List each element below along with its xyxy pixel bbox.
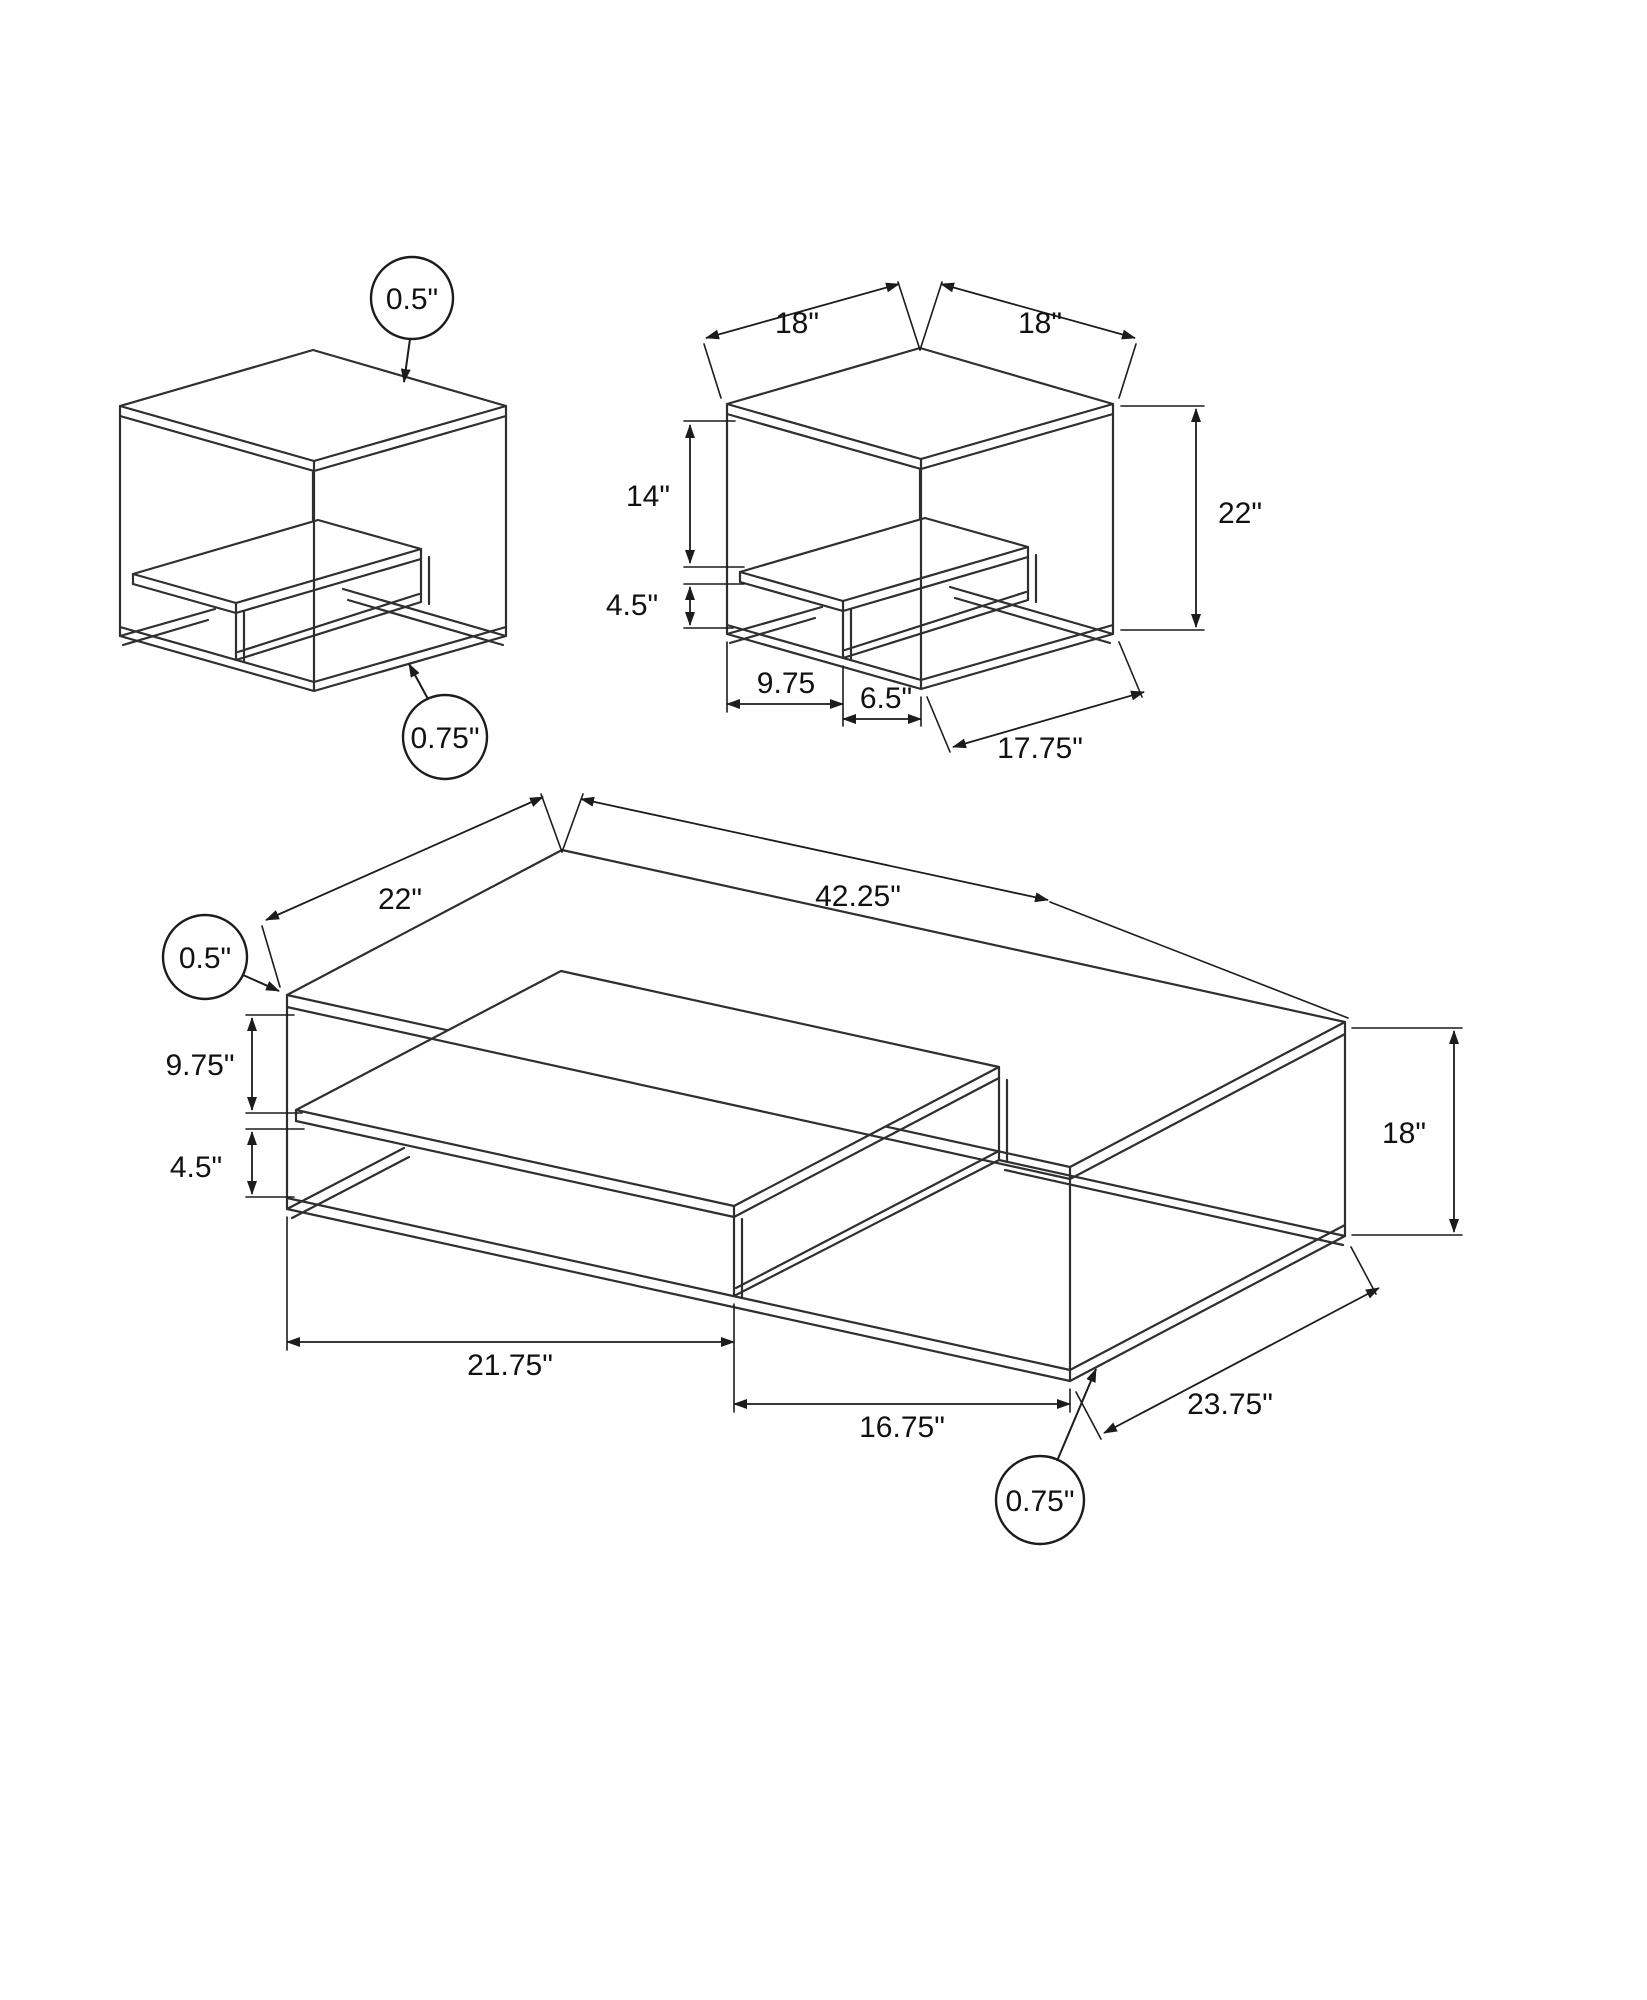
dim-label-end-top-width: 18" [1018, 307, 1062, 340]
callout-circle-frame-thickness [401, 693, 489, 781]
dim-end-17-75: 17.75" [926, 641, 1145, 765]
dim-label-end-shelf-to-base: 4.5" [606, 589, 658, 622]
dim-label-coffee-base-side: 23.75" [1187, 1388, 1273, 1421]
dim-end-9-75: 9.75 [726, 641, 844, 727]
coffee-callout-bottom: 0.75" [994, 1368, 1097, 1546]
callout-circle-coffee-frame-thickness [994, 1454, 1086, 1546]
callout-arrow-frame-thickness [408, 663, 429, 700]
dim-end-4-5: 4.5" [606, 583, 745, 629]
dim-label-coffee-top-width: 42.25" [815, 880, 901, 913]
end-table-shelf-face [738, 516, 1030, 603]
end-table-top-face [725, 346, 1115, 461]
end-table-drawing [725, 346, 1115, 691]
dim-coffee-16-75: 16.75" [733, 1388, 1071, 1444]
coffee-table-frame-lines [285, 993, 1347, 1383]
dim-coffee-top-42-25: 42.25" [561, 793, 1349, 1019]
dim-label-end-top-depth: 18" [775, 307, 819, 340]
callout-label-coffee-top-thickness: 0.5" [179, 942, 231, 975]
end-table-frame-lines [725, 402, 1115, 691]
coffee-callout-top: 0.5" [161, 913, 280, 1001]
callout-circle-coffee-top-thickness [161, 913, 249, 1001]
dim-coffee-9-75: 9.75" [165, 1014, 303, 1114]
end-table-plain-callout-bottom: 0.75" [401, 663, 489, 781]
dim-label-end-base-side: 17.75" [997, 732, 1083, 765]
dim-coffee-4-5: 4.5" [170, 1128, 305, 1198]
dim-label-end-under-top-to-shelf: 14" [626, 480, 670, 513]
coffee-table-shelf-lines [294, 1065, 1009, 1300]
callout-arrow-top-thickness [400, 338, 411, 383]
dim-label-coffee-base-front-segment: 16.75" [859, 1411, 945, 1444]
callout-arrow-coffee-top-thickness [242, 974, 280, 992]
dim-coffee-21-75: 21.75" [286, 1216, 735, 1413]
end-table-shelf-lines [738, 545, 1038, 662]
dim-label-end-overall-height: 22" [1218, 497, 1262, 530]
end-table-plain-callout-top: 0.5" [369, 255, 455, 383]
dim-coffee-18: 18" [1351, 1027, 1463, 1236]
callout-label-coffee-frame-thickness: 0.75" [1005, 1485, 1074, 1518]
dim-label-end-base-front-segment: 6.5" [860, 682, 912, 715]
end-table-plain-drawing [118, 348, 508, 693]
dim-label-end-base-left-segment: 9.75 [757, 667, 815, 700]
dim-end-14: 14" [626, 420, 745, 568]
dim-coffee-23-75: 23.75" [1075, 1246, 1380, 1440]
coffee-table-drawing [285, 848, 1347, 1383]
dim-label-coffee-overall-height: 18" [1382, 1117, 1426, 1150]
dim-label-coffee-shelf-to-base: 4.5" [170, 1151, 222, 1184]
callout-label-frame-thickness: 0.75" [410, 722, 479, 755]
dim-coffee-top-22: 22" [261, 793, 563, 988]
dim-end-top-right-18: 18" [919, 281, 1137, 399]
callout-label-top-thickness: 0.5" [386, 283, 438, 316]
callout-circle-top-thickness [369, 255, 455, 341]
dim-label-coffee-base-left-segment: 21.75" [467, 1349, 553, 1382]
dim-label-coffee-under-top-to-shelf: 9.75" [165, 1049, 234, 1082]
dim-label-coffee-top-depth: 22" [378, 883, 422, 916]
dim-end-22: 22" [1120, 405, 1262, 631]
dim-end-6-5: 6.5" [842, 682, 922, 727]
callout-arrow-coffee-frame-thickness [1056, 1368, 1097, 1462]
dim-end-top-left-18: 18" [703, 281, 921, 399]
